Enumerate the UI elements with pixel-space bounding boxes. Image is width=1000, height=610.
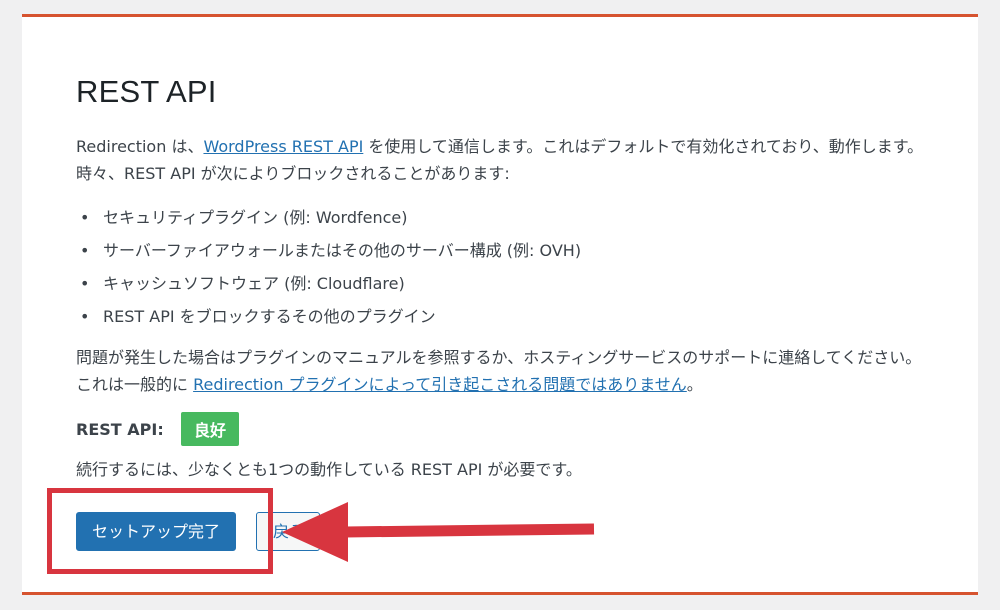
troubleshooting-note: 問題が発生した場合はプラグインのマニュアルを参照するか、ホスティングサービスのサ…: [76, 344, 936, 398]
note-text-start: 問題が発生した場合はプラグインのマニュアルを参照するか、ホスティングサービスのサ…: [76, 348, 922, 394]
list-item: サーバーファイアウォールまたはその他のサーバー構成 (例: OVH): [76, 237, 581, 270]
intro-paragraph: Redirection は、WordPress REST API を使用して通信…: [76, 133, 926, 187]
wordpress-rest-api-link[interactable]: WordPress REST API: [203, 137, 364, 156]
rest-api-status-label: REST API:: [76, 419, 164, 439]
back-button[interactable]: 戻る: [256, 512, 320, 551]
note-text-end: 。: [686, 375, 703, 394]
finish-setup-button[interactable]: セットアップ完了: [76, 512, 237, 551]
intro-text-start: Redirection は、: [76, 137, 204, 156]
list-item: REST API をブロックするその他のプラグイン: [76, 303, 581, 336]
blocker-list: セキュリティプラグイン (例: Wordfence) サーバーファイアウォールま…: [76, 204, 581, 336]
list-item: セキュリティプラグイン (例: Wordfence): [76, 204, 581, 237]
continue-requirement-text: 続行するには、少なくとも1つの動作している REST API が必要です。: [76, 460, 582, 479]
not-plugin-issue-link[interactable]: Redirection プラグインによって引き起こされる問題ではありません: [193, 375, 687, 394]
panel-bottom-border: [22, 592, 978, 595]
list-item: キャッシュソフトウェア (例: Cloudflare): [76, 270, 581, 303]
status-badge: 良好: [181, 412, 240, 446]
rest-api-status-row: REST API: 良好: [76, 412, 240, 446]
page-title: REST API: [76, 74, 217, 109]
intro-text-end: を使用して通信します。これはデフォルトで有効化されており、動作します。時々、RE…: [76, 137, 924, 183]
